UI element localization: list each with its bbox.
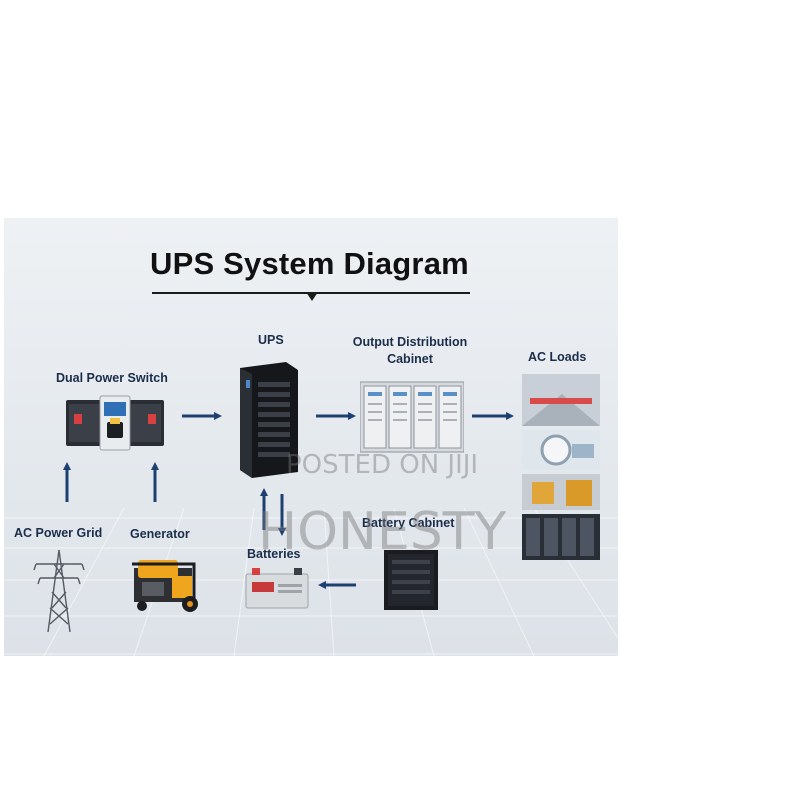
power-grid-tower-image (33, 549, 85, 633)
battery-cabinet-image (384, 550, 438, 610)
generator-image (132, 560, 198, 612)
battery-image (245, 568, 309, 609)
diagram-title: UPS System Diagram (150, 246, 469, 281)
label-dual-power-switch: Dual Power Switch (56, 371, 168, 385)
label-output-distribution-line2: Cabinet (387, 352, 433, 366)
label-ups: UPS (258, 333, 284, 347)
label-output-distribution-line1: Output Distribution (352, 335, 468, 349)
label-batteries: Batteries (247, 547, 301, 561)
flow-arrows (63, 412, 514, 589)
title-underline-notch (306, 292, 318, 301)
dual-power-switch-image (66, 395, 164, 451)
output-distribution-cabinet-image (360, 381, 464, 453)
label-battery-cabinet: Battery Cabinet (362, 516, 455, 530)
label-generator: Generator (130, 527, 190, 541)
label-ac-loads: AC Loads (528, 350, 587, 364)
ac-loads-image-stack (522, 374, 600, 560)
diagram-panel: UPS System Diagram Dual Power Switch UPS… (4, 218, 618, 656)
label-ac-power-grid: AC Power Grid (14, 526, 103, 540)
ups-cabinet-image (240, 362, 298, 478)
